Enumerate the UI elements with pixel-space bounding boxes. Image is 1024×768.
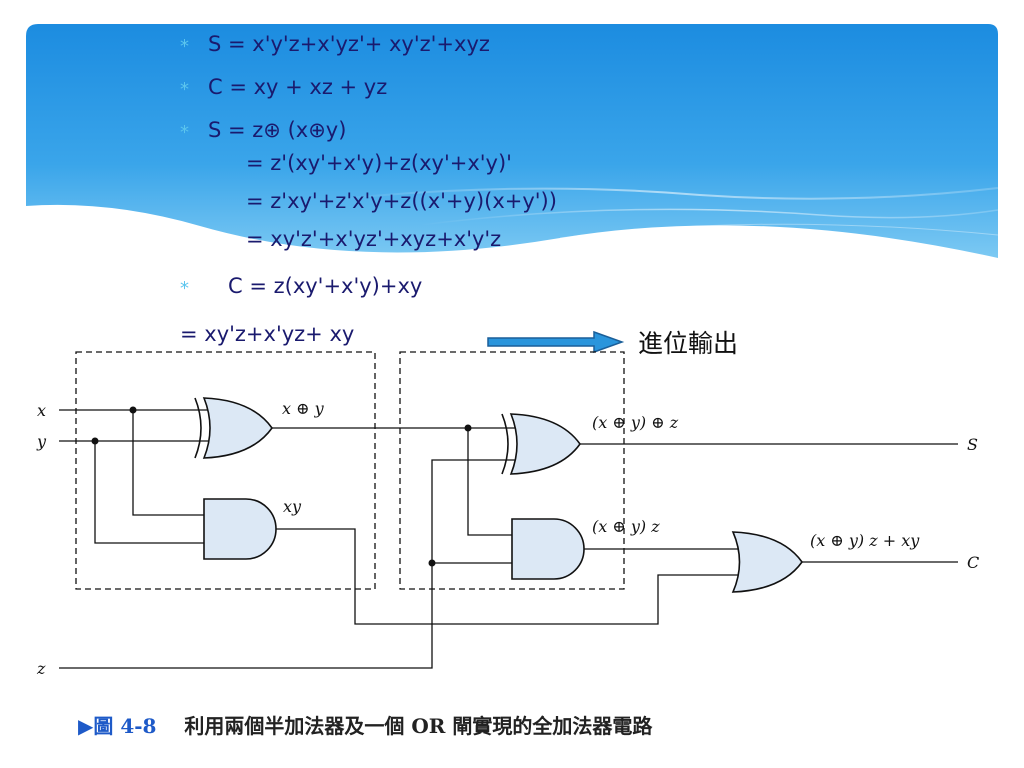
and2-label: (x ⊕ y) z [592,517,660,536]
wire-y-branch [94,441,204,544]
equation-carry-derived: C = z(xy'+x'y)+xy [228,274,423,298]
right-arrow-icon [487,330,625,354]
and-gate-2 [511,518,585,580]
bullet-4: * [180,278,189,299]
input-z-label: z [36,659,46,678]
wire-x-branch [132,410,204,516]
wire-z [59,459,516,669]
junction-y [91,437,99,445]
xor1-label: x ⊕ y [282,399,325,418]
xor-gate-2 [501,413,581,475]
equation-carry-final: = xy'z+x'yz+ xy [180,322,355,346]
output-c-label: C [967,553,979,572]
equation-carry-canonical: C = xy + xz + yz [208,75,388,99]
figure-number: ▶圖 4-8 [78,714,157,738]
output-s-label: S [967,435,978,454]
wire-and1-out [276,528,740,625]
equation-sum-step-3: = xy'z'+x'yz'+xyz+x'y'z [246,227,502,251]
junction-xor1 [464,424,472,432]
input-y-label: y [36,432,47,451]
junction-z [428,559,436,567]
half-adder-box-1 [75,351,376,590]
or-gate-1 [731,531,803,593]
equation-sum-canonical: S = x'y'z+x'yz'+ xy'z'+xyz [208,32,490,56]
figure-caption-text: 利用兩個半加法器及一個 OR 閘實現的全加法器電路 [184,714,653,738]
and-gate-1 [203,498,277,560]
figure-caption: ▶圖 4-8 利用兩個半加法器及一個 OR 閘實現的全加法器電路 [78,710,652,739]
half-adder-box-2 [399,351,625,590]
bullet-1: * [180,36,189,57]
wire-xor1-branch [467,428,512,536]
xor2-label: (x ⊕ y) ⊕ z [592,413,679,432]
equation-sum-step-1: = z'(xy'+x'y)+z(xy'+x'y)' [246,151,512,175]
equation-sum-xor: S = z⊕ (x⊕y) [208,118,347,142]
or-label: (x ⊕ y) z + xy [810,531,920,550]
equation-sum-step-2: = z'xy'+z'x'y+z((x'+y)(x+y')) [246,189,557,213]
bullet-2: * [180,79,189,100]
input-x-label: x [37,401,46,420]
xor-gate-1 [194,397,273,459]
carry-output-label: 進位輸出 [638,329,739,358]
bullet-3: * [180,122,189,143]
junction-x [129,406,137,414]
and1-label: xy [283,497,302,516]
